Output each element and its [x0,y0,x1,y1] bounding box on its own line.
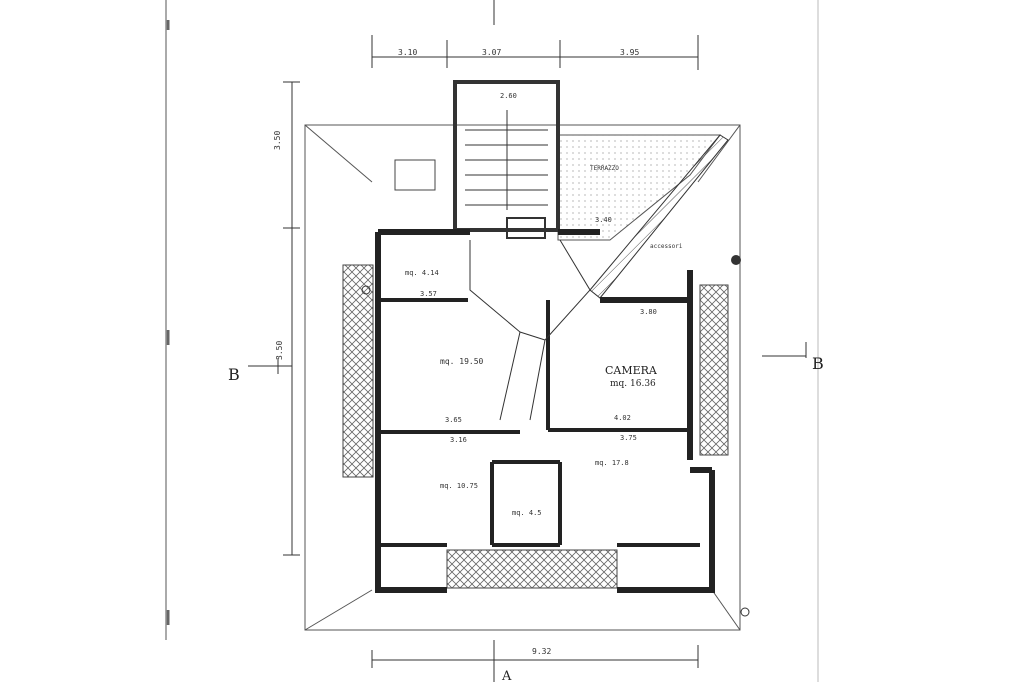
room-camera2-area: mq. 17.8 [595,459,629,467]
room-accessori: accessori [650,243,683,250]
terrace-diagonal [589,134,729,299]
downpipe-marker-left [361,285,371,295]
section-marker-left [248,358,292,374]
dim-3-75: 3.75 [620,434,637,442]
dim-3-16: 3.16 [450,436,467,444]
downpipe-marker-bottom [740,607,750,617]
dim-left-lower: 3.50 [275,341,284,360]
room-cucina-area: mq. 10.75 [440,482,478,490]
terrace-top-right [557,134,721,241]
chimney-box [394,159,436,191]
room-camera-name: CAMERA [605,364,658,377]
dim-3-57: 3.57 [420,290,437,298]
dim-top-right: 3.95 [620,48,639,57]
terrace-right-hatch [699,284,729,456]
dim-bottom: 9.32 [532,647,551,656]
dim-3-40: 3.40 [595,216,612,224]
balcony-bottom-hatch [446,549,618,589]
terrace-left-hatch [342,264,374,478]
stair-well [453,80,560,239]
left-dimension-line [283,81,300,556]
central-hall [469,239,591,421]
dim-3-65: 3.65 [445,416,462,424]
section-label-a-bottom: A [501,669,512,682]
dim-top-mid: 3.07 [482,48,501,57]
outer-walls [375,229,715,593]
section-marker-right [762,342,807,358]
section-label-b-left: B [228,365,240,384]
room-wc-area: mq. 4.14 [405,269,439,277]
dim-left-upper: 3.50 [273,131,282,150]
dim-top-left: 3.10 [398,48,417,57]
top-dimension-line [371,0,699,70]
room-camera-area: mq. 16.36 [610,379,656,389]
section-label-b-right: B [812,354,824,373]
room-terrazzo: TERRAZZO [590,165,619,172]
dim-stair: 2.60 [500,92,517,100]
room-bagno-area: mq. 4.5 [512,509,542,517]
downpipe-marker-right [731,255,741,265]
roof-outline [304,124,741,631]
dim-4-02: 4.02 [614,414,631,422]
dim-3-80: 3.80 [640,308,657,316]
interior-walls [378,298,700,547]
room-soggiorno-area: mq. 19.50 [440,357,484,366]
bottom-dimension-line [371,640,699,682]
sheet-borders [165,0,819,682]
